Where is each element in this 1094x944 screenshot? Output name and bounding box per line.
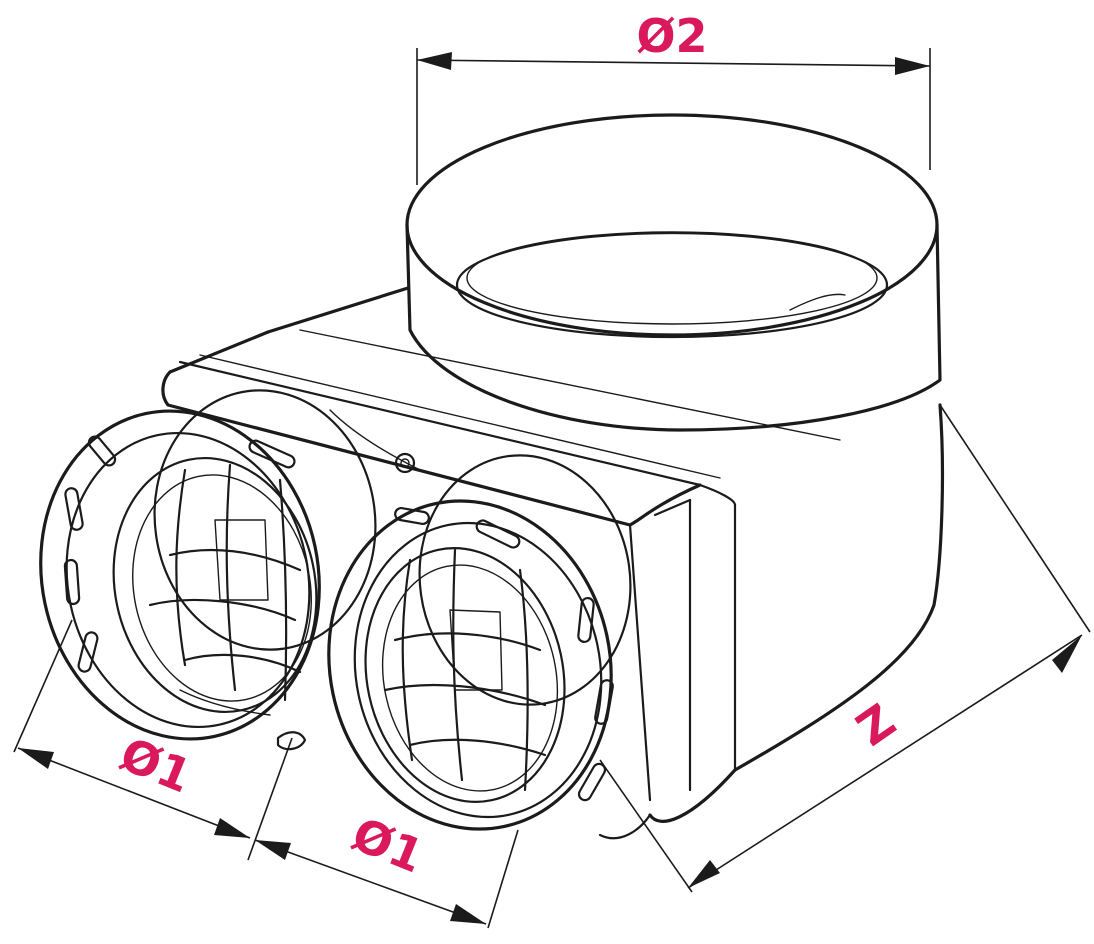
dimension-lines [13,48,1091,929]
adapter-body [161,286,945,840]
inlet-right-diameter-label: Ø1 [345,807,431,884]
inlet-spigot-left [39,389,377,751]
inlet-spigot-right [327,454,632,831]
depth-label: Z [847,693,905,756]
inlet-left-dim-arrow-left [18,748,54,769]
depth-dim-arrow-bottom [688,860,720,888]
inlet-right-dim-arrow-right [450,904,486,924]
outlet-spigot [405,113,942,432]
outlet-dim-arrow-right [895,57,930,75]
outlet-dim-arrow-left [417,52,452,70]
inlet-right-dim-arrow-left [255,840,291,860]
outlet-diameter-label: Ø2 [636,9,707,63]
depth-dim-arrow-top [1052,635,1082,673]
inlet-left-dim-arrow-right [214,818,250,838]
